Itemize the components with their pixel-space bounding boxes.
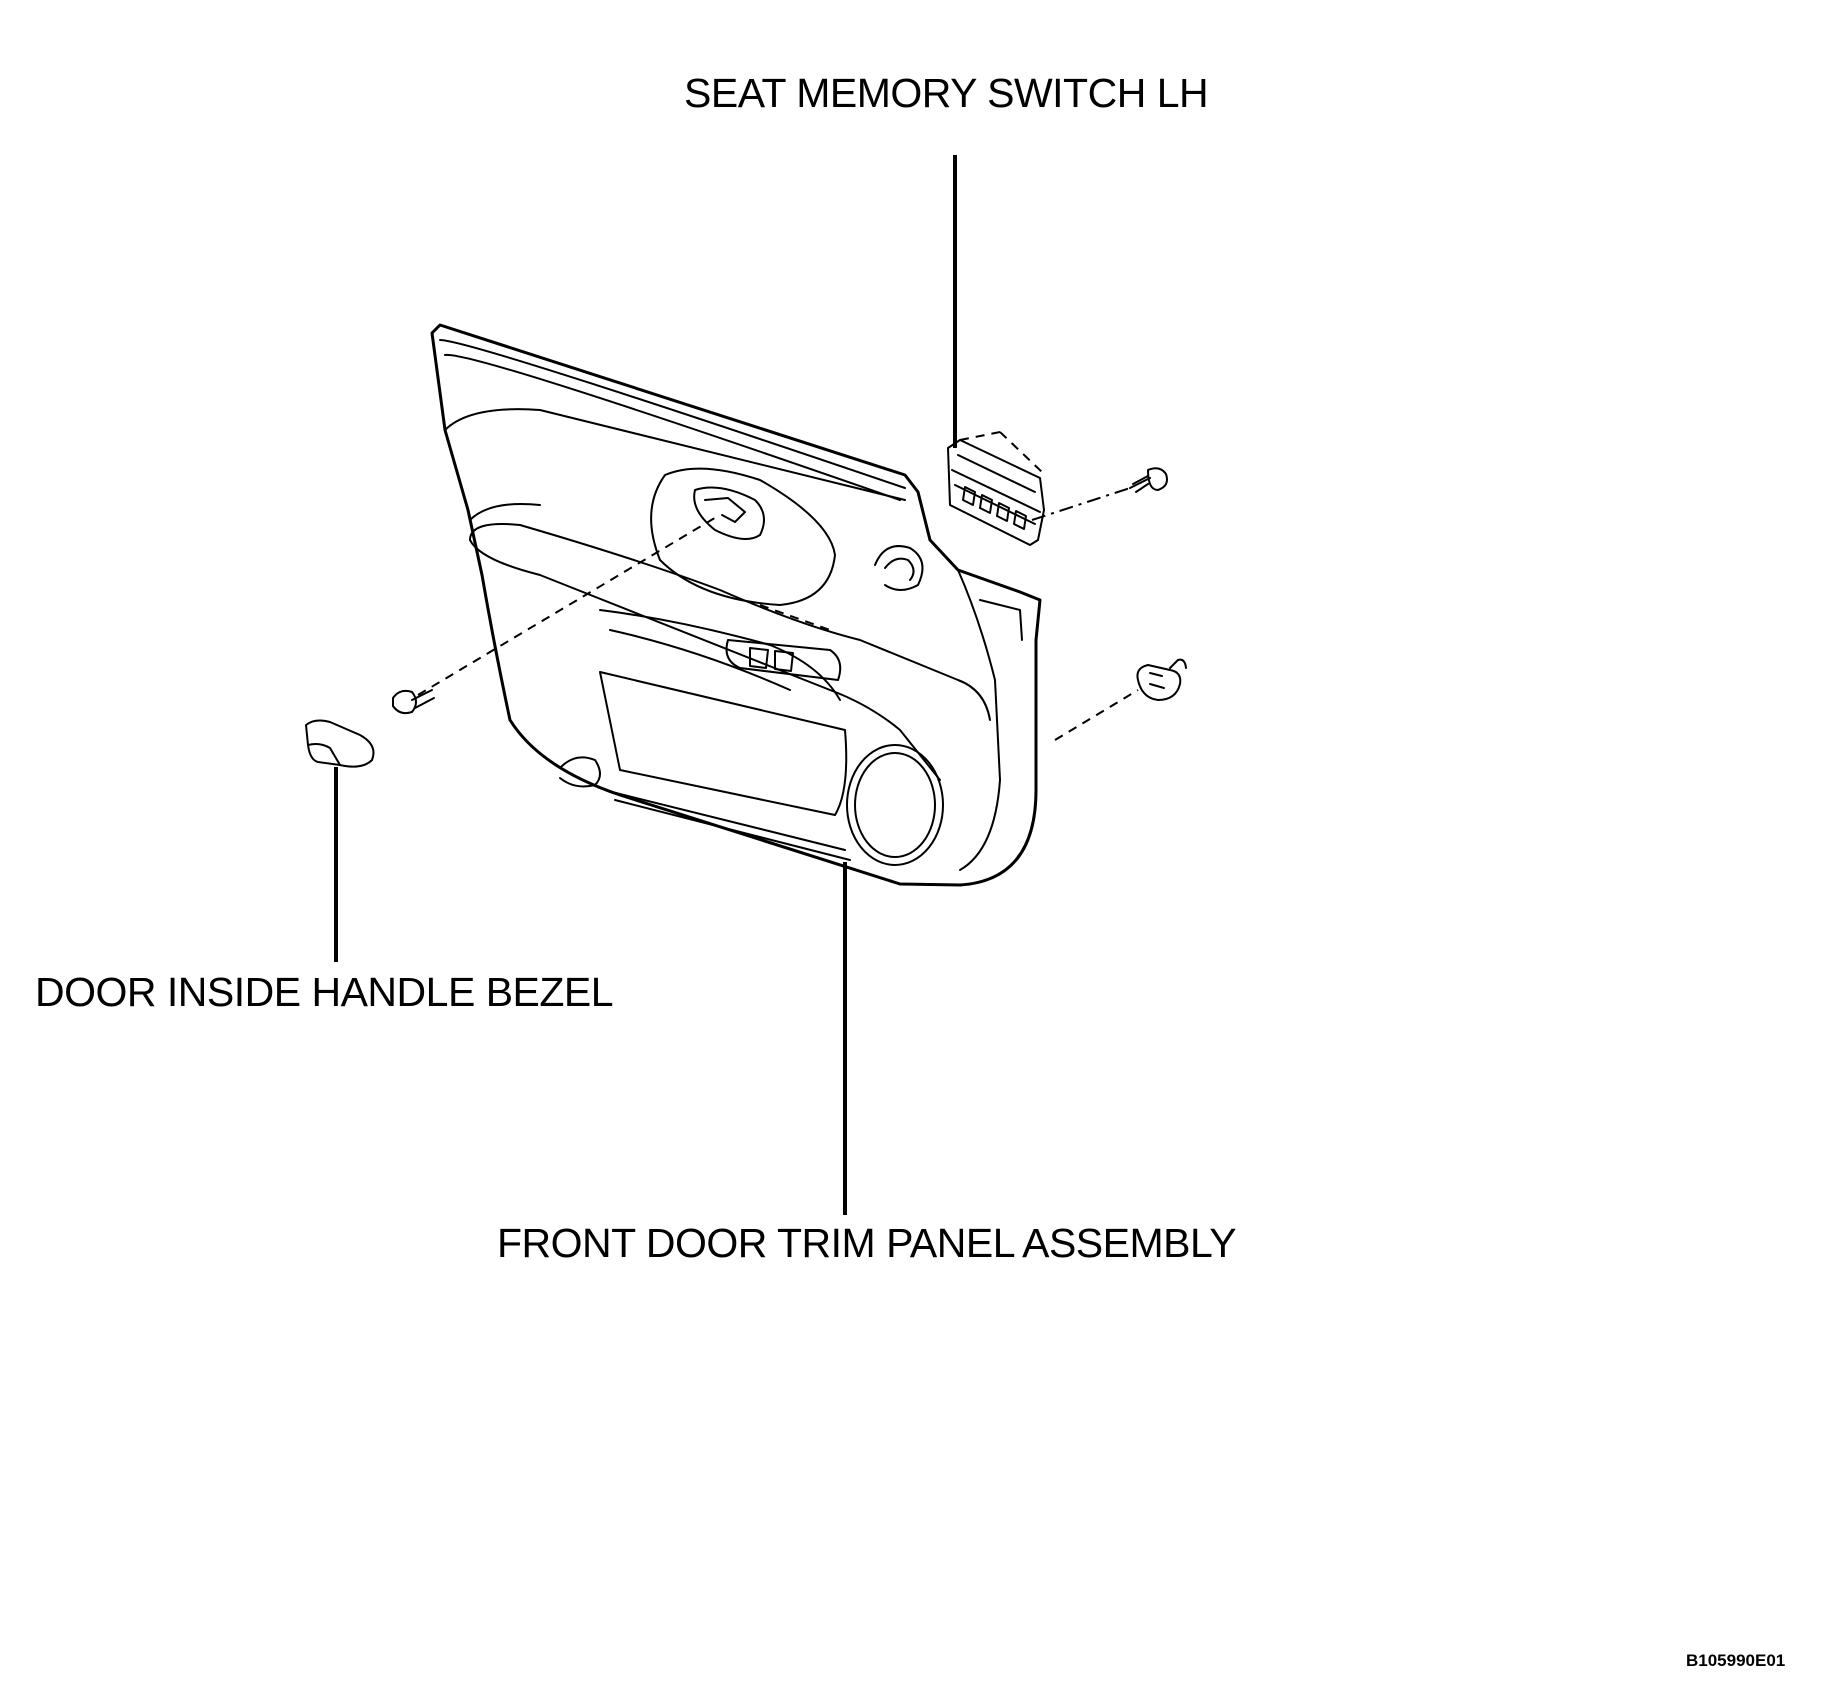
- figure-code: B105990E01: [1686, 1651, 1785, 1670]
- label-front-door-trim-panel: FRONT DOOR TRIM PANEL ASSEMBLY: [497, 1220, 1236, 1266]
- clip-right: [1136, 658, 1187, 701]
- screw-upper-right: [1129, 467, 1168, 493]
- seat-memory-switch: [947, 431, 1045, 546]
- assembly-lines: [417, 487, 1139, 741]
- label-seat-memory-switch: SEAT MEMORY SWITCH LH: [684, 70, 1208, 116]
- front-door-trim-panel: [430, 323, 1042, 887]
- label-door-inside-handle-bezel: DOOR INSIDE HANDLE BEZEL: [35, 969, 613, 1015]
- door-inside-handle-bezel-part: [305, 719, 375, 768]
- screw-left: [392, 689, 435, 715]
